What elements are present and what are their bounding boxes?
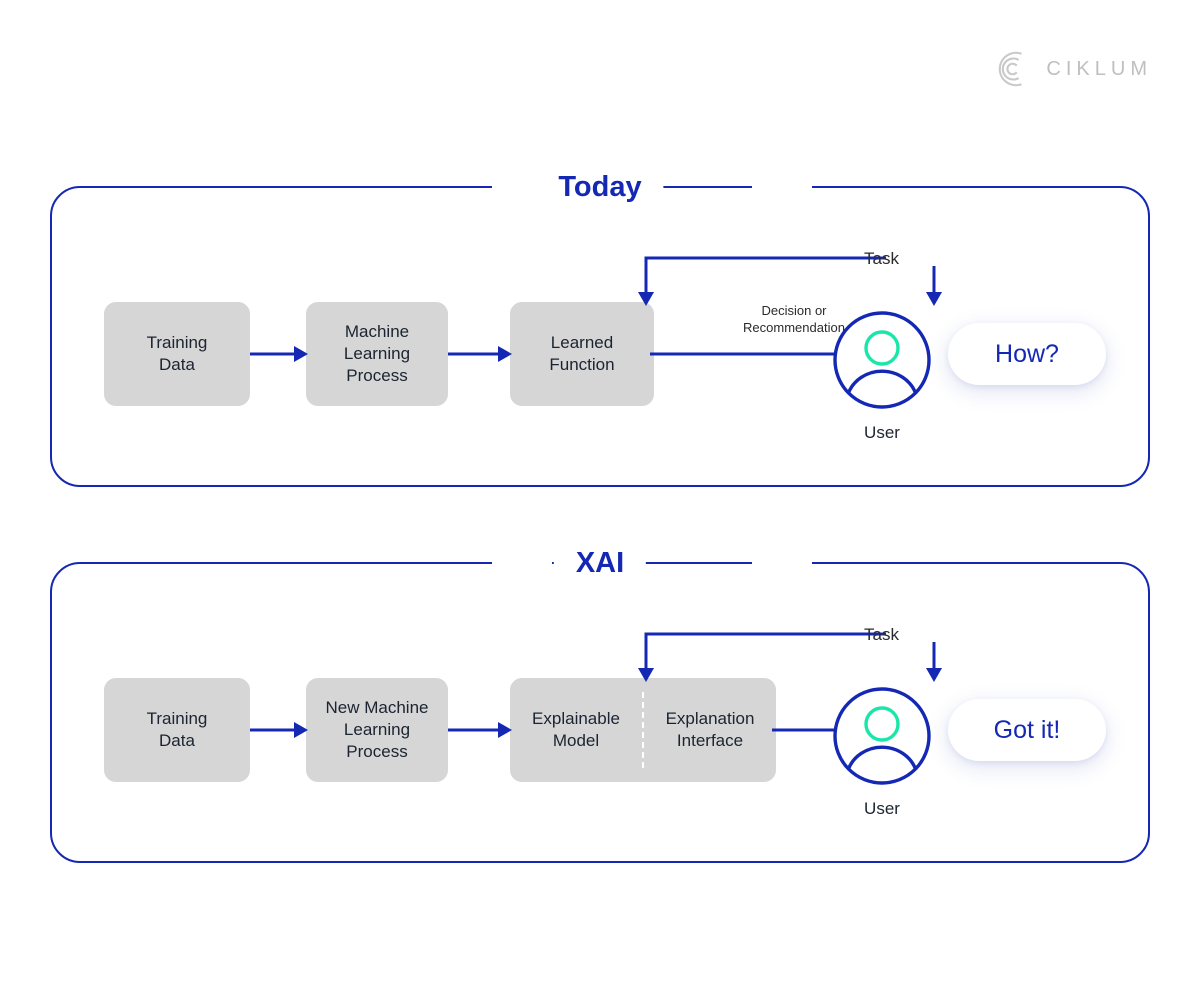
panel-today-border-gap-left: [492, 184, 552, 190]
box-machine-learning-process: Machine Learning Process: [306, 302, 448, 406]
label-task: Task: [864, 625, 899, 644]
user-icon: [833, 311, 931, 409]
box-training-data: Training Data: [104, 302, 250, 406]
brand-name: CIKLUM: [1046, 57, 1152, 80]
box-training-data: Training Data: [104, 678, 250, 782]
label-user: User: [864, 799, 900, 818]
bubble-got-it[interactable]: Got it!: [948, 699, 1106, 761]
label-user: User: [864, 423, 900, 442]
panel-today: Today Training Data Machine Learning Pro…: [50, 168, 1150, 487]
connector-task-to-learned-function: [638, 256, 886, 306]
box-half-explainable-model: Explainable Model: [532, 709, 620, 750]
panel-xai-border-gap-right: [752, 560, 812, 566]
brand-logo: CIKLUM: [990, 48, 1152, 90]
panel-xai-border-gap-left: [492, 560, 552, 566]
box-divider: [642, 692, 644, 768]
arrow-task-to-user: [926, 266, 942, 306]
arrow-training-to-new-ml: [250, 722, 308, 738]
label-task: Task: [864, 249, 899, 268]
user-icon: [833, 687, 931, 785]
panel-today-title: Today: [536, 168, 664, 206]
connector-task-to-explainable-model: [638, 632, 886, 682]
label-decision-or-recommendation: Decision or Recommendation: [743, 303, 845, 335]
ciklum-arc-logo-icon: [999, 51, 1023, 87]
panel-xai: XAI Training Data New Machine Learning P…: [50, 544, 1150, 863]
box-new-machine-learning-process: New Machine Learning Process: [306, 678, 448, 782]
box-explainable-model-and-interface: Explainable Model Explanation Interface: [510, 678, 776, 782]
panel-today-border-gap-right: [752, 184, 812, 190]
arrow-new-ml-to-explainable-model: [448, 722, 512, 738]
box-half-explanation-interface: Explanation Interface: [665, 709, 755, 750]
box-learned-function: Learned Function: [510, 302, 654, 406]
arrow-ml-to-learned-function: [448, 346, 512, 362]
arrow-training-to-ml: [250, 346, 308, 362]
panel-xai-title: XAI: [553, 544, 647, 582]
arrow-task-to-user: [926, 642, 942, 682]
bubble-how[interactable]: How?: [948, 323, 1106, 385]
